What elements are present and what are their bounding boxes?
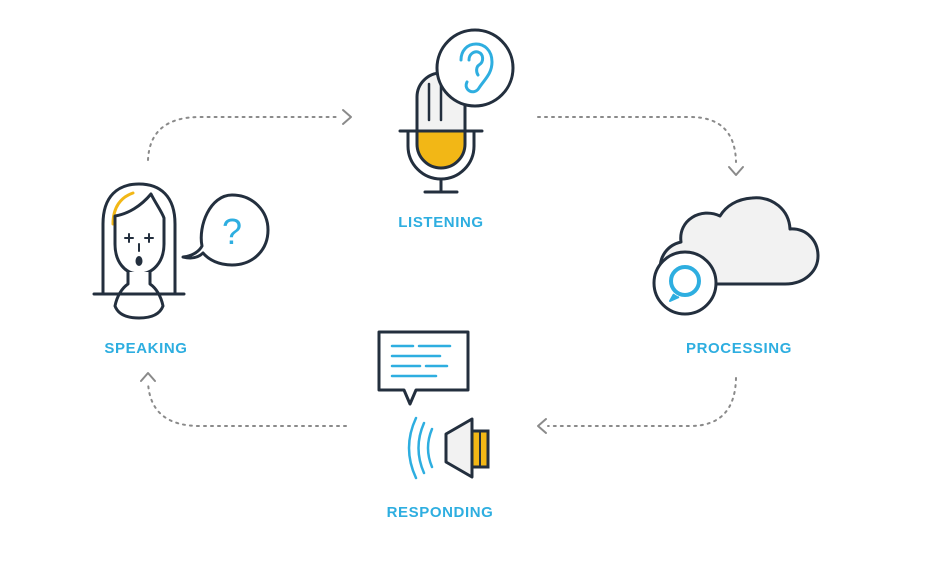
question-mark: ?: [222, 211, 242, 252]
processing-label: PROCESSING: [685, 340, 793, 357]
arrow-processing-to-responding: [537, 377, 737, 434]
arrowhead-up-icon: [140, 372, 156, 382]
sound-wave-icon: [426, 427, 434, 469]
ear-icon: [435, 28, 515, 108]
listening-label: LISTENING: [398, 214, 484, 231]
arrowhead-right-icon: [342, 109, 352, 125]
arrowhead-left-icon: [537, 418, 547, 434]
speaking-label: SPEAKING: [104, 340, 188, 357]
arrowhead-down-icon: [728, 166, 744, 176]
chat-bubble-icon: [377, 330, 470, 406]
speaker-icon: [444, 417, 474, 479]
arrow-speaking-to-listening: [147, 109, 352, 161]
alexa-logo-icon: [652, 250, 718, 316]
person-question-icon: ?: [92, 182, 270, 320]
speech-bubble-icon: [181, 193, 270, 267]
arrow-listening-to-processing: [537, 116, 744, 176]
responding-label: RESPONDING: [386, 504, 494, 521]
speaker-chat-icon: [377, 330, 490, 480]
person-face-icon: [113, 192, 166, 276]
cloud-alexa-icon: [652, 196, 820, 316]
arrow-responding-to-speaking: [140, 372, 347, 427]
microphone-ear-icon: [398, 28, 515, 194]
